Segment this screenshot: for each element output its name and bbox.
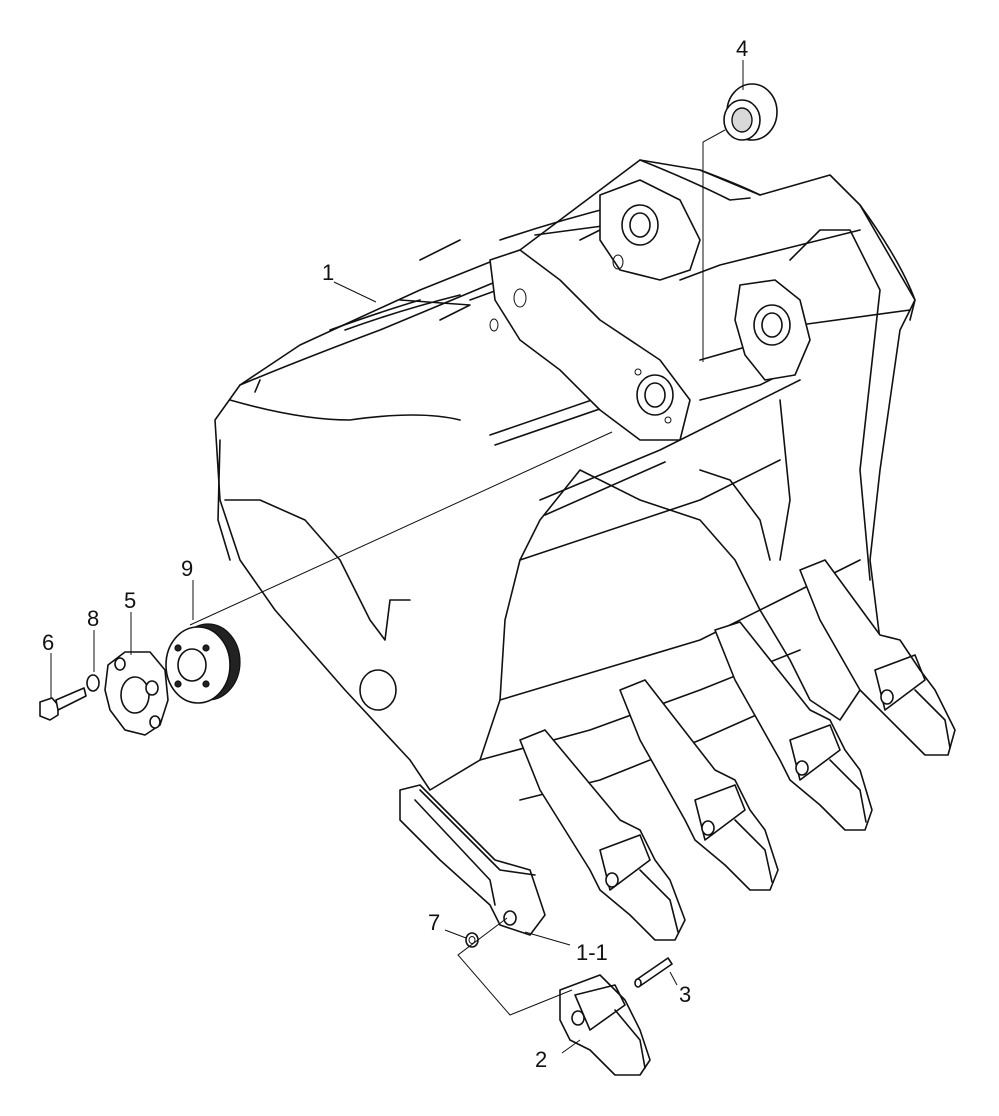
mounting-brackets (489, 179, 811, 441)
tooth-adapter-2 (619, 679, 779, 891)
bolt-6 (39, 687, 87, 721)
side-plate-hole (359, 669, 397, 711)
callout-9: 9 (181, 556, 193, 581)
callout-5: 5 (124, 588, 136, 613)
lock-washer-8 (86, 674, 100, 692)
tooth-adapter-1 (519, 729, 686, 941)
callout-2: 2 (535, 1047, 547, 1072)
tooth-point-2 (559, 974, 651, 1076)
pin-3 (634, 957, 673, 988)
tooth-adapter-4 (799, 559, 956, 756)
ring-9 (165, 623, 241, 704)
side-cutter-1-1 (399, 784, 546, 936)
leader-lines (50, 60, 744, 1054)
callout-7: 7 (428, 910, 440, 935)
callout-1: 1 (322, 260, 334, 285)
callout-8: 8 (87, 606, 99, 631)
tooth-adapter-3 (714, 621, 873, 831)
callout-6: 6 (42, 630, 54, 655)
bushing-4 (723, 83, 778, 141)
callout-4: 4 (736, 36, 748, 61)
washer-7 (465, 932, 479, 948)
callout-1-1: 1-1 (576, 940, 608, 965)
bucket-body (214, 159, 916, 801)
boss-plate-5 (104, 651, 169, 736)
callout-3: 3 (679, 982, 691, 1007)
